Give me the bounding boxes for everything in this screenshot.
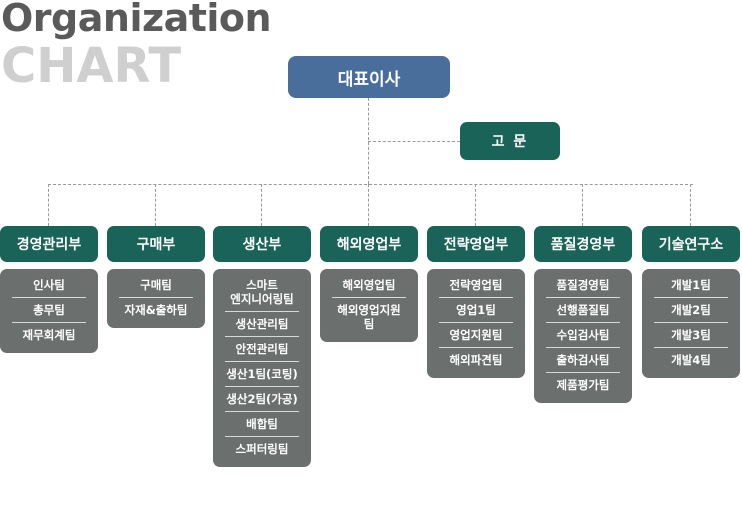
team-item: 출하검사팀 [546,348,620,373]
department-box: 기술연구소 [642,226,740,262]
team-item: 인사팀 [12,273,86,298]
connector-department-drop [368,184,369,226]
connector-department-drop [155,184,156,226]
team-item: 해외영업지원팀 [337,303,401,331]
department-box: 구매부 [107,226,205,262]
team-item: 개발1팀 [654,273,728,298]
team-item: 생산1팀(코팅) [225,362,299,387]
team-item: 생산관리팀 [225,312,299,337]
team-item: 재무회계팀 [22,328,76,342]
team-item: 수입검사팀 [546,323,620,348]
team-item: 해외영업팀 [332,273,406,298]
ceo-box: 대표이사 [288,56,450,98]
advisor-box: 고 문 [460,122,560,160]
team-item: 영업지원팀 [439,323,513,348]
team-item: 전략영업팀 [439,273,513,298]
title-chart: CHART [1,38,182,94]
team-item: 자재&출하팀 [124,303,188,317]
team-item: 제품평가팀 [556,378,610,392]
team-item: 선행품질팀 [546,298,620,323]
team-item: 품질경영팀 [546,273,620,298]
connector-department-bar [48,184,693,185]
team-item: 안전관리팀 [225,337,299,362]
team-item: 영업1팀 [439,298,513,323]
team-item: 개발4팀 [671,353,711,367]
connector-department-drop [475,184,476,226]
department-box: 생산부 [213,226,311,262]
department-box: 해외영업부 [320,226,418,262]
team-item: 총무팀 [12,298,86,323]
department-box: 품질경영부 [534,226,632,262]
connector-department-drop [261,184,262,226]
team-item: 해외파견팀 [449,353,503,367]
connector-department-drop [690,184,691,226]
team-item: 스마트 엔지니어링팀 [225,273,299,312]
team-item: 개발2팀 [654,298,728,323]
team-item: 배합팀 [225,412,299,437]
connector-department-drop [48,184,49,226]
team-item: 생산2팀(가공) [225,387,299,412]
connector-advisor [368,141,460,142]
title-organization: Organization [1,0,272,40]
team-item: 구매팀 [119,273,193,298]
team-item: 개발3팀 [654,323,728,348]
department-box: 경영관리부 [0,226,98,262]
team-item: 스퍼터링팀 [235,442,289,456]
department-box: 전략영업부 [427,226,525,262]
connector-department-drop [582,184,583,226]
